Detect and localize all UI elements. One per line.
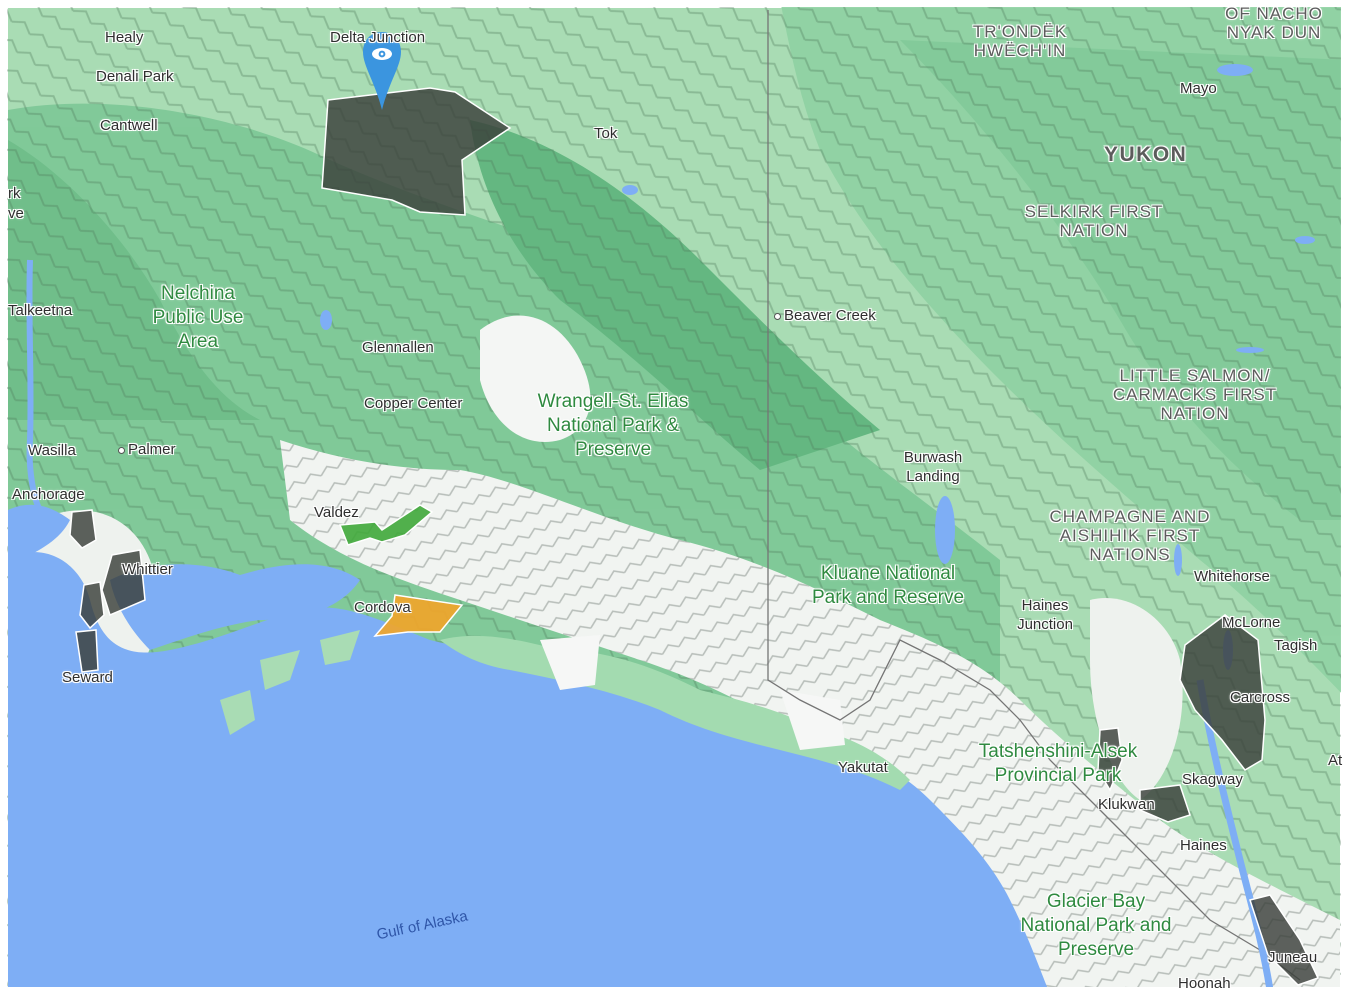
park-glacier-bay: Glacier Bay National Park and Preserve bbox=[1020, 891, 1172, 960]
place-haines: Haines bbox=[1180, 837, 1227, 854]
place-edge-atlin: At bbox=[1328, 752, 1343, 769]
place-denali-park: Denali Park bbox=[96, 68, 174, 85]
place-mayo: Mayo bbox=[1180, 80, 1217, 97]
place-cantwell: Cantwell bbox=[100, 117, 158, 134]
region-little-salmon-carmacks: LITTLE SALMON/ CARMACKS FIRST NATION bbox=[1112, 366, 1278, 423]
zone-valdez-green bbox=[338, 504, 434, 546]
region-nacho-nyak-dun: OF NACHO NYAK DUN bbox=[1225, 4, 1323, 42]
park-tatshenshini-alsek: Tatshenshini-Alsek Provincial Park bbox=[978, 741, 1138, 786]
international-border bbox=[767, 10, 1301, 981]
place-beaver-creek: Beaver Creek bbox=[774, 308, 876, 324]
zone-whittier-east bbox=[101, 549, 146, 617]
place-edge-park: rk bbox=[8, 185, 21, 202]
place-yakutat: Yakutat bbox=[838, 759, 888, 776]
place-tagish: Tagish bbox=[1274, 637, 1318, 654]
place-valdez: Valdez bbox=[314, 504, 359, 521]
zone-tatshenshini bbox=[1097, 727, 1123, 792]
zone-carcross bbox=[1179, 614, 1266, 771]
place-anchorage: Anchorage bbox=[12, 486, 85, 503]
place-burwash-landing: Burwash Landing bbox=[903, 449, 963, 485]
region-champagne-aishihik: CHAMPAGNE AND AISHIHIK FIRST NATIONS bbox=[1049, 507, 1211, 564]
place-hoonah: Hoonah bbox=[1178, 975, 1231, 992]
place-glennallen: Glennallen bbox=[362, 339, 434, 356]
place-edge-ve: ve bbox=[8, 205, 24, 222]
place-juneau: Juneau bbox=[1268, 949, 1318, 966]
place-talkeetna: Talkeetna bbox=[8, 302, 73, 319]
location-marker[interactable] bbox=[361, 30, 403, 114]
cook-inlet bbox=[8, 504, 70, 560]
place-palmer: Palmer bbox=[118, 442, 176, 458]
zone-juneau bbox=[1249, 894, 1320, 986]
place-cordova: Cordova bbox=[354, 599, 411, 616]
region-selkirk-first-nation: SELKIRK FIRST NATION bbox=[1024, 202, 1164, 240]
place-skagway: Skagway bbox=[1182, 771, 1243, 788]
place-delta-junction: Delta Junction bbox=[330, 29, 426, 46]
place-tok: Tok bbox=[594, 125, 618, 142]
place-healy: Healy bbox=[105, 29, 144, 46]
place-whitehorse: Whitehorse bbox=[1194, 568, 1270, 585]
place-haines-junction: Haines Junction bbox=[1017, 597, 1073, 633]
zone-anchorage-east bbox=[69, 509, 97, 549]
place-seward: Seward bbox=[62, 669, 113, 686]
zone-whittier-south bbox=[79, 581, 105, 630]
place-copper-center: Copper Center bbox=[364, 395, 463, 412]
place-mclorne: McLorne bbox=[1222, 614, 1281, 631]
park-kluane: Kluane National Park and Reserve bbox=[811, 563, 965, 608]
zones bbox=[69, 87, 1320, 986]
zone-cordova bbox=[373, 594, 464, 637]
place-wasilla: Wasilla bbox=[28, 442, 76, 459]
zone-delta-junction bbox=[321, 87, 512, 216]
place-whittier: Whittier bbox=[122, 561, 173, 578]
park-wrangell-st-elias: Wrangell-St. Elias National Park & Prese… bbox=[537, 391, 689, 460]
eye-icon bbox=[363, 32, 401, 110]
park-nelchina: Nelchina Public Use Area bbox=[152, 283, 244, 352]
place-klukwan: Klukwan bbox=[1098, 796, 1155, 813]
zone-seward bbox=[75, 629, 99, 673]
place-carcross: Carcross bbox=[1230, 689, 1291, 706]
zone-klukwan bbox=[1139, 784, 1191, 823]
region-trondek-hwechin: TR'ONDËK HWËCH'IN bbox=[972, 22, 1068, 60]
region-yukon: YUKON bbox=[1104, 143, 1188, 166]
